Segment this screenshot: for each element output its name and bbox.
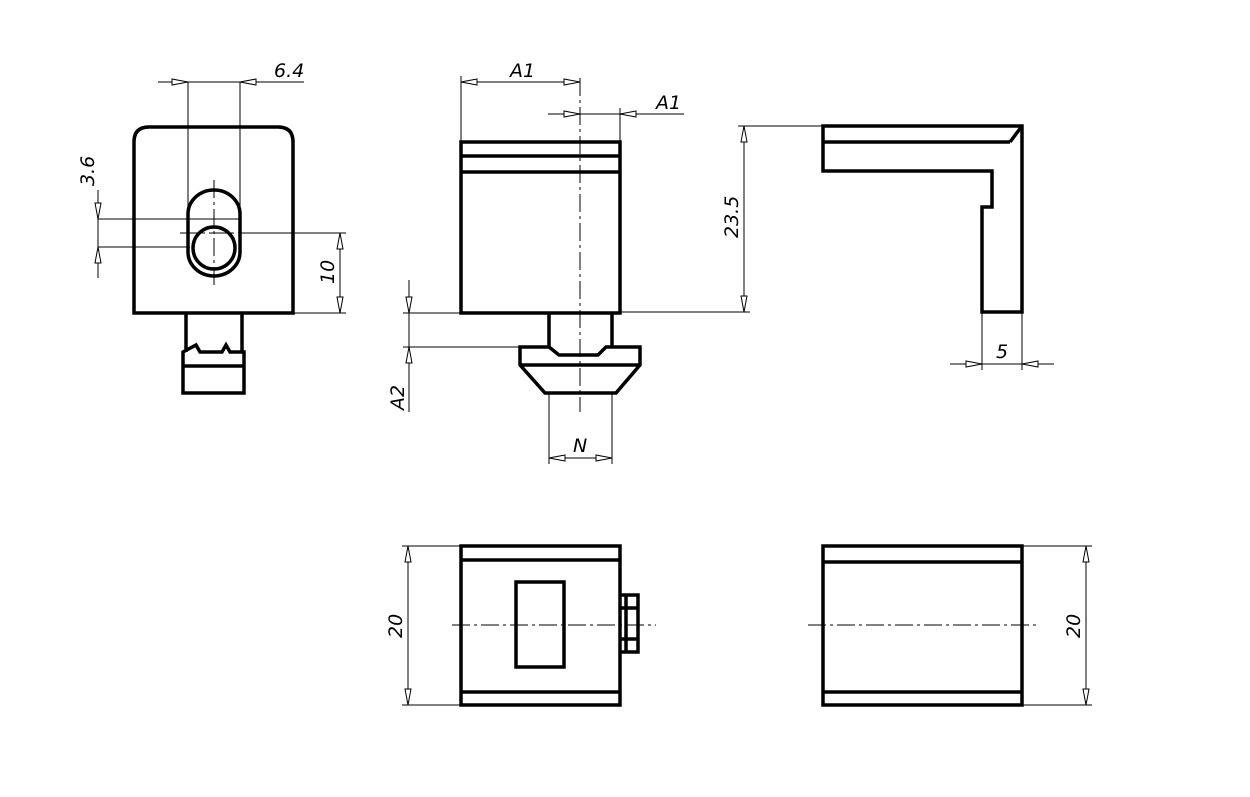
plan-view-right: 20	[808, 544, 1092, 707]
front-nut	[181, 341, 246, 395]
dim-N-arrow-left	[548, 454, 566, 462]
dim-6.4-arrow-left	[171, 78, 189, 86]
side-body	[459, 140, 622, 315]
plan-left-nut	[620, 593, 640, 654]
dim-20a-arrow-top	[404, 545, 412, 563]
profile-view: 5	[821, 124, 1054, 370]
dim-A1b-arrow-left	[563, 110, 581, 118]
dim-A1-arrow-right	[563, 78, 581, 86]
dim-23.5-arrow-bottom	[740, 295, 748, 313]
dim-N-label: N	[573, 435, 587, 457]
front-stem	[184, 313, 244, 352]
dim-A1-arrow-left	[460, 78, 478, 86]
side-view: A1 A1 A2 N 23.5	[387, 60, 823, 464]
dim-20b-label: 20	[1063, 614, 1085, 638]
dim-20a-label: 20	[385, 614, 407, 638]
dim-6.4-label: 6.4	[274, 60, 304, 82]
profile-outline	[821, 124, 1024, 314]
dim-20b-arrow-top	[1082, 545, 1090, 563]
dim-A1-label: A1	[508, 60, 535, 82]
dim-10-arrow-bottom	[336, 296, 344, 314]
dim-N-arrow-right	[595, 454, 613, 462]
side-t-nut	[518, 345, 642, 395]
dim-20b-arrow-bottom	[1082, 688, 1090, 706]
dim-20a-arrow-bottom	[404, 688, 412, 706]
side-neck	[547, 313, 614, 347]
dim-3.6-arrow-bottom	[94, 246, 102, 264]
front-view: 6.4 3.6 10	[77, 60, 346, 395]
dim-10-label: 10	[317, 260, 339, 284]
dim-A1b-arrow-right	[619, 110, 637, 118]
dim-5-label: 5	[996, 341, 1008, 363]
profile-inner-corner	[1008, 124, 1024, 144]
dim-A1b-label: A1	[654, 92, 681, 114]
dim-23.5-label: 23.5	[721, 196, 743, 238]
plan-view-left: 20	[385, 544, 656, 707]
front-body-outline	[132, 125, 295, 315]
dim-3.6-arrow-top	[94, 202, 102, 220]
front-slot	[186, 188, 242, 278]
dim-5-arrow-left	[965, 360, 983, 368]
dim-5-arrow-right	[1021, 360, 1039, 368]
dim-A2-label: A2	[387, 385, 409, 412]
dim-3.6-label: 3.6	[77, 156, 99, 186]
dim-10-arrow-top	[336, 232, 344, 250]
dim-A2-arrow-bottom	[405, 346, 413, 364]
dim-6.4-arrow-right	[239, 78, 257, 86]
dim-A2-arrow-top	[405, 296, 413, 314]
dim-23.5-arrow-top	[740, 125, 748, 143]
